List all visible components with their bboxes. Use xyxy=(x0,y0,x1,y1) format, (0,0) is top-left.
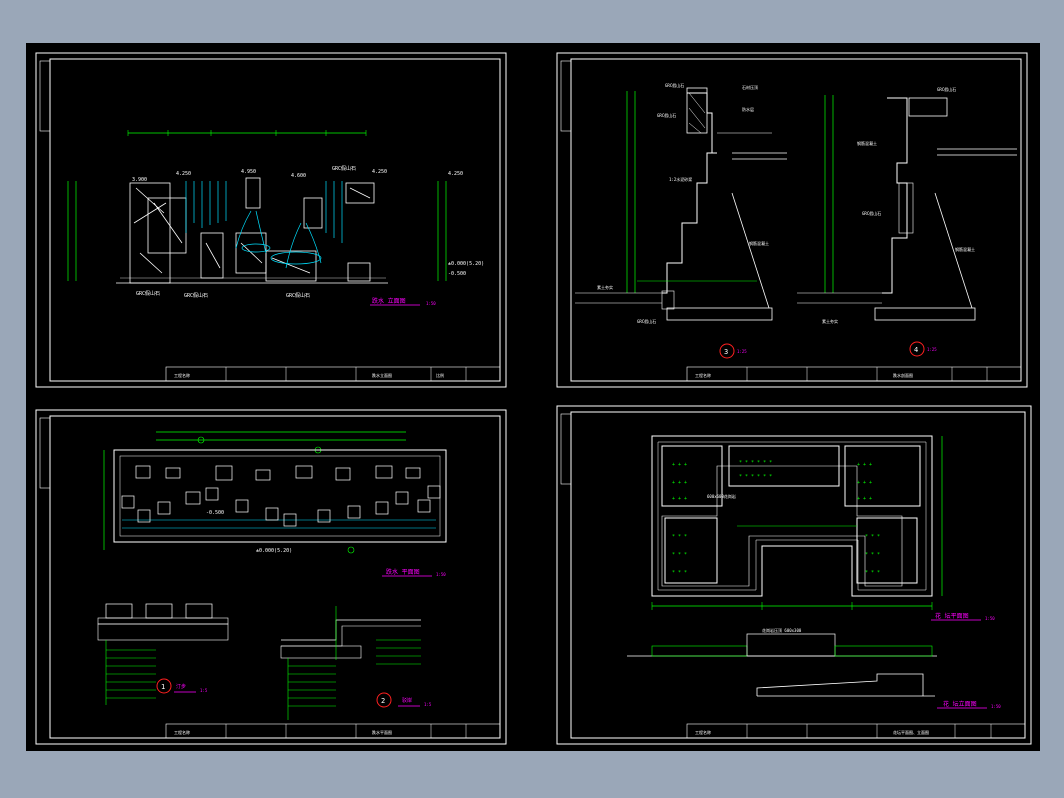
svg-text:GRC假山石: GRC假山石 xyxy=(637,318,656,324)
svg-text:1:50: 1:50 xyxy=(426,301,436,306)
svg-text:4.250: 4.250 xyxy=(176,171,191,177)
svg-text:3.900: 3.900 xyxy=(132,177,147,183)
svg-text:±0.000(5.20): ±0.000(5.20) xyxy=(448,261,484,267)
svg-text:钢筋混凝土: 钢筋混凝土 xyxy=(857,140,877,146)
section-marker-4 xyxy=(909,341,925,357)
svg-text:工程名称: 工程名称 xyxy=(174,729,190,735)
svg-text:+ + +: + + + xyxy=(857,496,872,502)
svg-text:600x600花岗岩: 600x600花岗岩 xyxy=(707,493,736,499)
title-block: 花坛平面图、立面图 工程名称 xyxy=(686,723,1026,739)
tb-drawing-name: 跌水立面图 xyxy=(372,372,392,378)
svg-text:* * * * * *: * * * * * * xyxy=(739,460,772,466)
cad-canvas: 跌水立面图 工程名称 比例 xyxy=(26,43,1040,751)
svg-text:±0.000(5.20): ±0.000(5.20) xyxy=(256,548,292,554)
svg-text:汀步: 汀步 xyxy=(176,683,186,690)
svg-text:GRC假山石: GRC假山石 xyxy=(937,86,956,92)
svg-text:* * *: * * * xyxy=(672,570,687,576)
svg-text:4.600: 4.600 xyxy=(291,173,306,179)
svg-text:GRC假山石: GRC假山石 xyxy=(332,165,356,172)
svg-text:1:5: 1:5 xyxy=(200,688,208,693)
section-3: GRC假山石 石材压顶 防水层 GRC假山石 1:2水泥砂浆 钢筋混凝土 素土夯… xyxy=(575,82,787,359)
detail-1: 1 汀步 1:5 xyxy=(97,603,229,705)
svg-text:-0.500: -0.500 xyxy=(206,510,224,516)
svg-text:3: 3 xyxy=(724,348,728,356)
svg-text:GRC假山石: GRC假山石 xyxy=(136,290,160,297)
title-block: 跌水立面图 工程名称 比例 xyxy=(165,366,501,382)
svg-text:比例: 比例 xyxy=(436,372,444,378)
svg-text:* * *: * * * xyxy=(672,534,687,540)
svg-text:工程名称: 工程名称 xyxy=(695,372,711,378)
svg-text:钢筋混凝土: 钢筋混凝土 xyxy=(749,240,769,246)
svg-text:* * *: * * * xyxy=(865,552,880,558)
svg-text:1:5: 1:5 xyxy=(424,702,432,707)
svg-text:1:50: 1:50 xyxy=(436,572,446,577)
svg-text:1:25: 1:25 xyxy=(737,349,747,354)
svg-text:GRC假山石: GRC假山石 xyxy=(665,82,684,88)
sheet-elevation[interactable]: 跌水立面图 工程名称 比例 xyxy=(35,52,507,388)
svg-text:1: 1 xyxy=(161,683,165,691)
svg-text:* * *: * * * xyxy=(865,534,880,540)
svg-text:2: 2 xyxy=(381,697,385,705)
svg-text:+ + +: + + + xyxy=(857,480,872,486)
stepping-stones xyxy=(121,465,441,527)
svg-text:GRC假山石: GRC假山石 xyxy=(862,210,881,216)
drawing-title: 花 坛平面图 xyxy=(935,612,969,620)
section-marker-3 xyxy=(719,343,735,359)
svg-text:1:2水泥砂浆: 1:2水泥砂浆 xyxy=(669,176,692,182)
svg-text:防水层: 防水层 xyxy=(742,106,754,112)
svg-text:GRC假山石: GRC假山石 xyxy=(657,112,676,118)
svg-text:花岗岩压顶 600x300: 花岗岩压顶 600x300 xyxy=(762,627,802,633)
water-curtain xyxy=(185,181,343,269)
svg-text:素土夯实: 素土夯实 xyxy=(597,284,613,290)
svg-text:花 坛立面图: 花 坛立面图 xyxy=(943,700,977,708)
svg-text:4.250: 4.250 xyxy=(372,169,387,175)
svg-text:* * * * * *: * * * * * * xyxy=(739,474,772,480)
title-block: 跌水平面图 工程名称 xyxy=(165,723,501,739)
svg-text:1:50: 1:50 xyxy=(991,704,1001,709)
planter-plan xyxy=(651,435,933,597)
svg-text:1:25: 1:25 xyxy=(927,347,937,352)
sheet-sections[interactable]: 跌水剖面图 工程名称 GRC假山石 石材压顶 防水层 GRC假山石 1:2水泥砂… xyxy=(556,52,1028,388)
svg-text:驳岸: 驳岸 xyxy=(402,697,412,704)
svg-text:GRC假山石: GRC假山石 xyxy=(184,292,208,299)
svg-text:+ + +: + + + xyxy=(672,496,687,502)
svg-text:素土夯实: 素土夯实 xyxy=(822,318,838,324)
title-block: 跌水剖面图 工程名称 xyxy=(686,366,1022,382)
drawing-title: 跌水 平面图 xyxy=(386,568,420,576)
svg-text:钢筋混凝土: 钢筋混凝土 xyxy=(955,246,975,252)
svg-text:工程名称: 工程名称 xyxy=(695,729,711,735)
svg-text:4.250: 4.250 xyxy=(448,171,463,177)
svg-text:* * *: * * * xyxy=(672,552,687,558)
svg-text:4: 4 xyxy=(914,346,918,354)
svg-text:工程名称: 工程名称 xyxy=(174,372,190,378)
drawing-title: 跌水 立面图 xyxy=(372,297,406,305)
rock-mass xyxy=(129,177,375,284)
svg-text:+ + +: + + + xyxy=(857,462,872,468)
sheet-plan[interactable]: 跌水平面图 工程名称 -0.500 xyxy=(35,409,507,745)
detail-2: 2 驳岸 1:5 xyxy=(280,606,432,720)
svg-text:* * *: * * * xyxy=(865,570,880,576)
svg-text:+ + +: + + + xyxy=(672,480,687,486)
svg-text:跌水平面图: 跌水平面图 xyxy=(372,729,392,735)
svg-text:花坛平面图、立面图: 花坛平面图、立面图 xyxy=(893,729,929,735)
svg-text:跌水剖面图: 跌水剖面图 xyxy=(893,372,913,378)
svg-text:GRC假山石: GRC假山石 xyxy=(286,292,310,299)
svg-text:+ + +: + + + xyxy=(672,462,687,468)
planting-symbols: + + + + + + + + + * * * * * * * * * * * * +… xyxy=(672,460,880,576)
svg-text:1:50: 1:50 xyxy=(985,616,995,621)
svg-text:-0.500: -0.500 xyxy=(448,271,466,277)
planter-elevation: 花岗岩压顶 600x300 花 坛立面图 1:50 xyxy=(627,627,1001,709)
section-4: GRC假山石 钢筋混凝土 GRC假山石 钢筋混凝土 素土夯实 4 1:25 xyxy=(797,86,1017,357)
sheet-planter[interactable]: 花坛平面图、立面图 工程名称 + + + + + + + + + * * * * *… xyxy=(556,405,1032,745)
svg-text:石材压顶: 石材压顶 xyxy=(742,84,758,90)
svg-text:4.950: 4.950 xyxy=(241,169,256,175)
